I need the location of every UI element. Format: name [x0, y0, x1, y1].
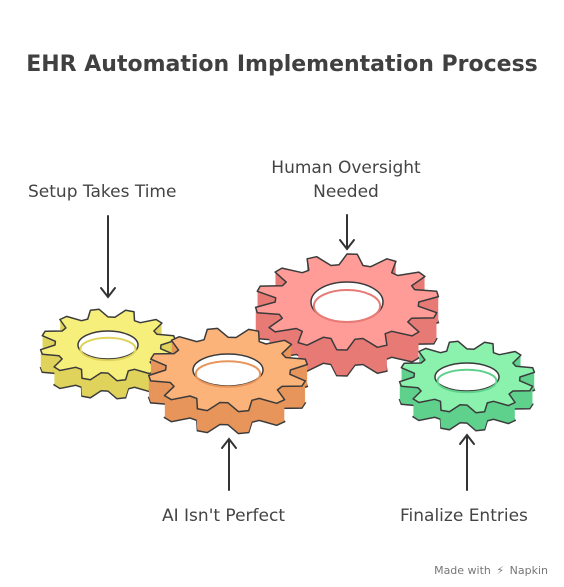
label-finalize-entries: Finalize Entries: [400, 506, 528, 526]
gear-setup: [39, 308, 177, 400]
napkin-brand: Napkin: [509, 564, 548, 577]
gear-human-oversight: [254, 253, 440, 377]
arrow-human: [339, 214, 355, 251]
label-human-oversight: Human Oversight Needed: [271, 158, 421, 202]
arrow-finalize: [459, 433, 475, 491]
page-title: EHR Automation Implementation Process: [26, 52, 538, 77]
arrow-ai: [221, 437, 237, 491]
label-setup: Setup Takes Time: [28, 182, 177, 202]
made-with-text: Made with: [434, 564, 491, 577]
gear-finalize: [398, 340, 536, 432]
label-ai-not-perfect: AI Isn't Perfect: [162, 506, 285, 526]
napkin-icon: ⚡: [496, 564, 505, 577]
gear-ai: [147, 327, 309, 435]
made-with-credit: Made with ⚡ Napkin: [434, 564, 548, 577]
arrow-setup: [100, 215, 116, 299]
